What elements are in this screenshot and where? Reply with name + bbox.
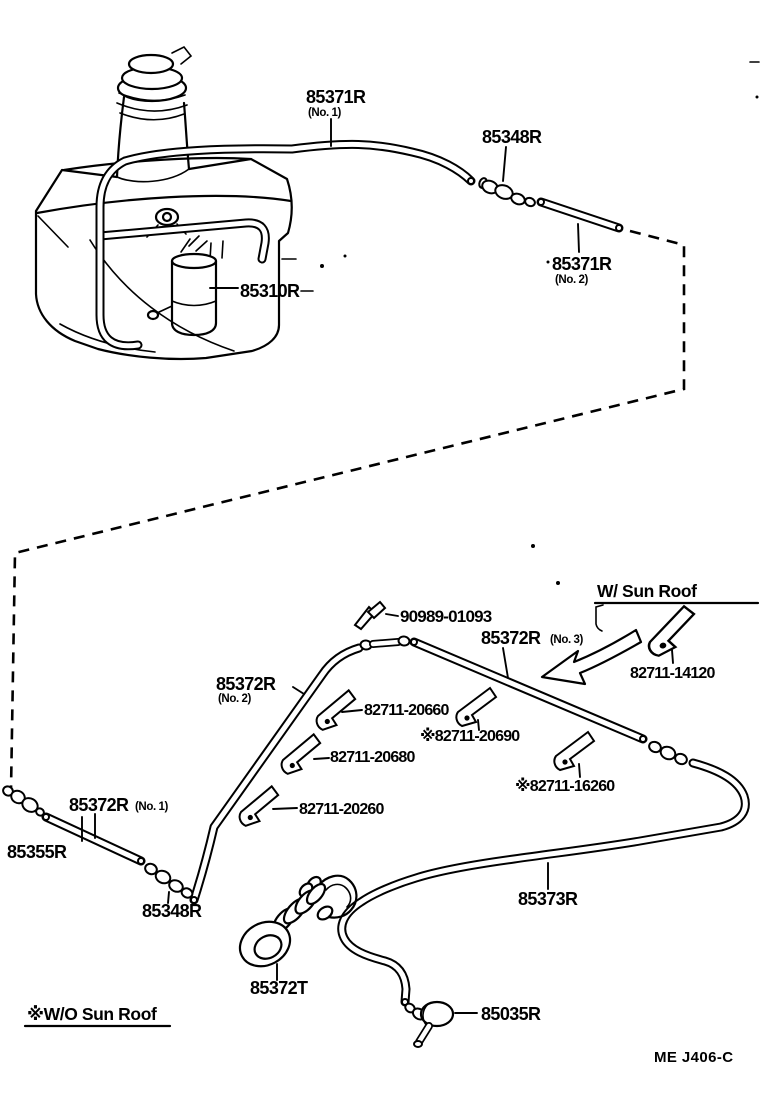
label-85372r-no1: 85372R [69,795,129,815]
leader-lines [81,118,674,1014]
hose-85371r-no2 [536,197,624,233]
joint-85348r-top [478,177,536,208]
label-85348r-top: 85348R [482,127,542,147]
clip-90989-01093 [353,600,387,631]
clamp-82711-20690-icon [455,687,497,727]
label-85372r-no2: 85372R [216,674,276,694]
label-85372r-no3-variant: (No. 3) [550,634,584,646]
label-85371r-no2: 85371R [552,254,612,274]
label-82711-20260: 82711-20260 [299,801,385,818]
washer-reservoir-tank [34,45,293,361]
sunroof-routing-arrow [540,628,643,686]
hose-85371r-no1 [95,139,476,351]
clamp-82711-20680-icon [279,733,323,776]
clamp-82711-20660-icon [314,689,358,732]
label-90989-01093: 90989-01093 [400,607,492,626]
joint-85348r-bottom [144,862,194,899]
label-85035r: 85035R [481,1004,541,1024]
label-85372r-no2-variant: (No. 2) [218,693,252,705]
hose-85372r-no1 [41,812,146,866]
reservoir-cap [116,45,193,121]
label-85371r-no2-variant: (No. 2) [555,274,589,286]
print-artifacts [281,61,760,585]
label-85348r-bottom: 85348R [142,901,202,921]
routing-dashed-line [9,229,686,791]
label-85373r: 85373R [518,889,578,909]
label-85372t: 85372T [250,978,308,998]
label-85372r-no3: 85372R [481,628,541,648]
label-82711-20680: 82711-20680 [330,749,416,766]
drawing-code: ME J406-C [654,1049,733,1066]
label-85371r-no1: 85371R [306,87,366,107]
sunroof-note-bracket [595,604,604,632]
clamp-82711-16260-icon [553,731,595,771]
label-85372r-no1-variant: (No. 1) [135,801,169,813]
label-82711-16260: ※82711-16260 [515,777,615,795]
note-with-sunroof: W/ Sun Roof [597,581,697,601]
nozzle-85035r [404,1000,455,1048]
label-85310r: 85310R [240,281,300,301]
washer-pump [146,235,218,337]
hose-85372r-no3 [409,637,688,766]
note-without-sunroof: ※W/O Sun Roof [27,1004,157,1024]
hose-85372r-no2 [189,635,411,905]
label-82711-20690: ※82711-20690 [420,727,520,745]
label-85355r: 85355R [7,842,67,862]
label-82711-20660: 82711-20660 [364,702,450,719]
label-82711-14120: 82711-14120 [630,665,716,682]
hose-85373r [337,758,750,1007]
label-85371r-no1-variant: (No. 1) [308,107,342,119]
nozzle-85355r [2,785,45,817]
grommet-85372t [238,874,358,968]
